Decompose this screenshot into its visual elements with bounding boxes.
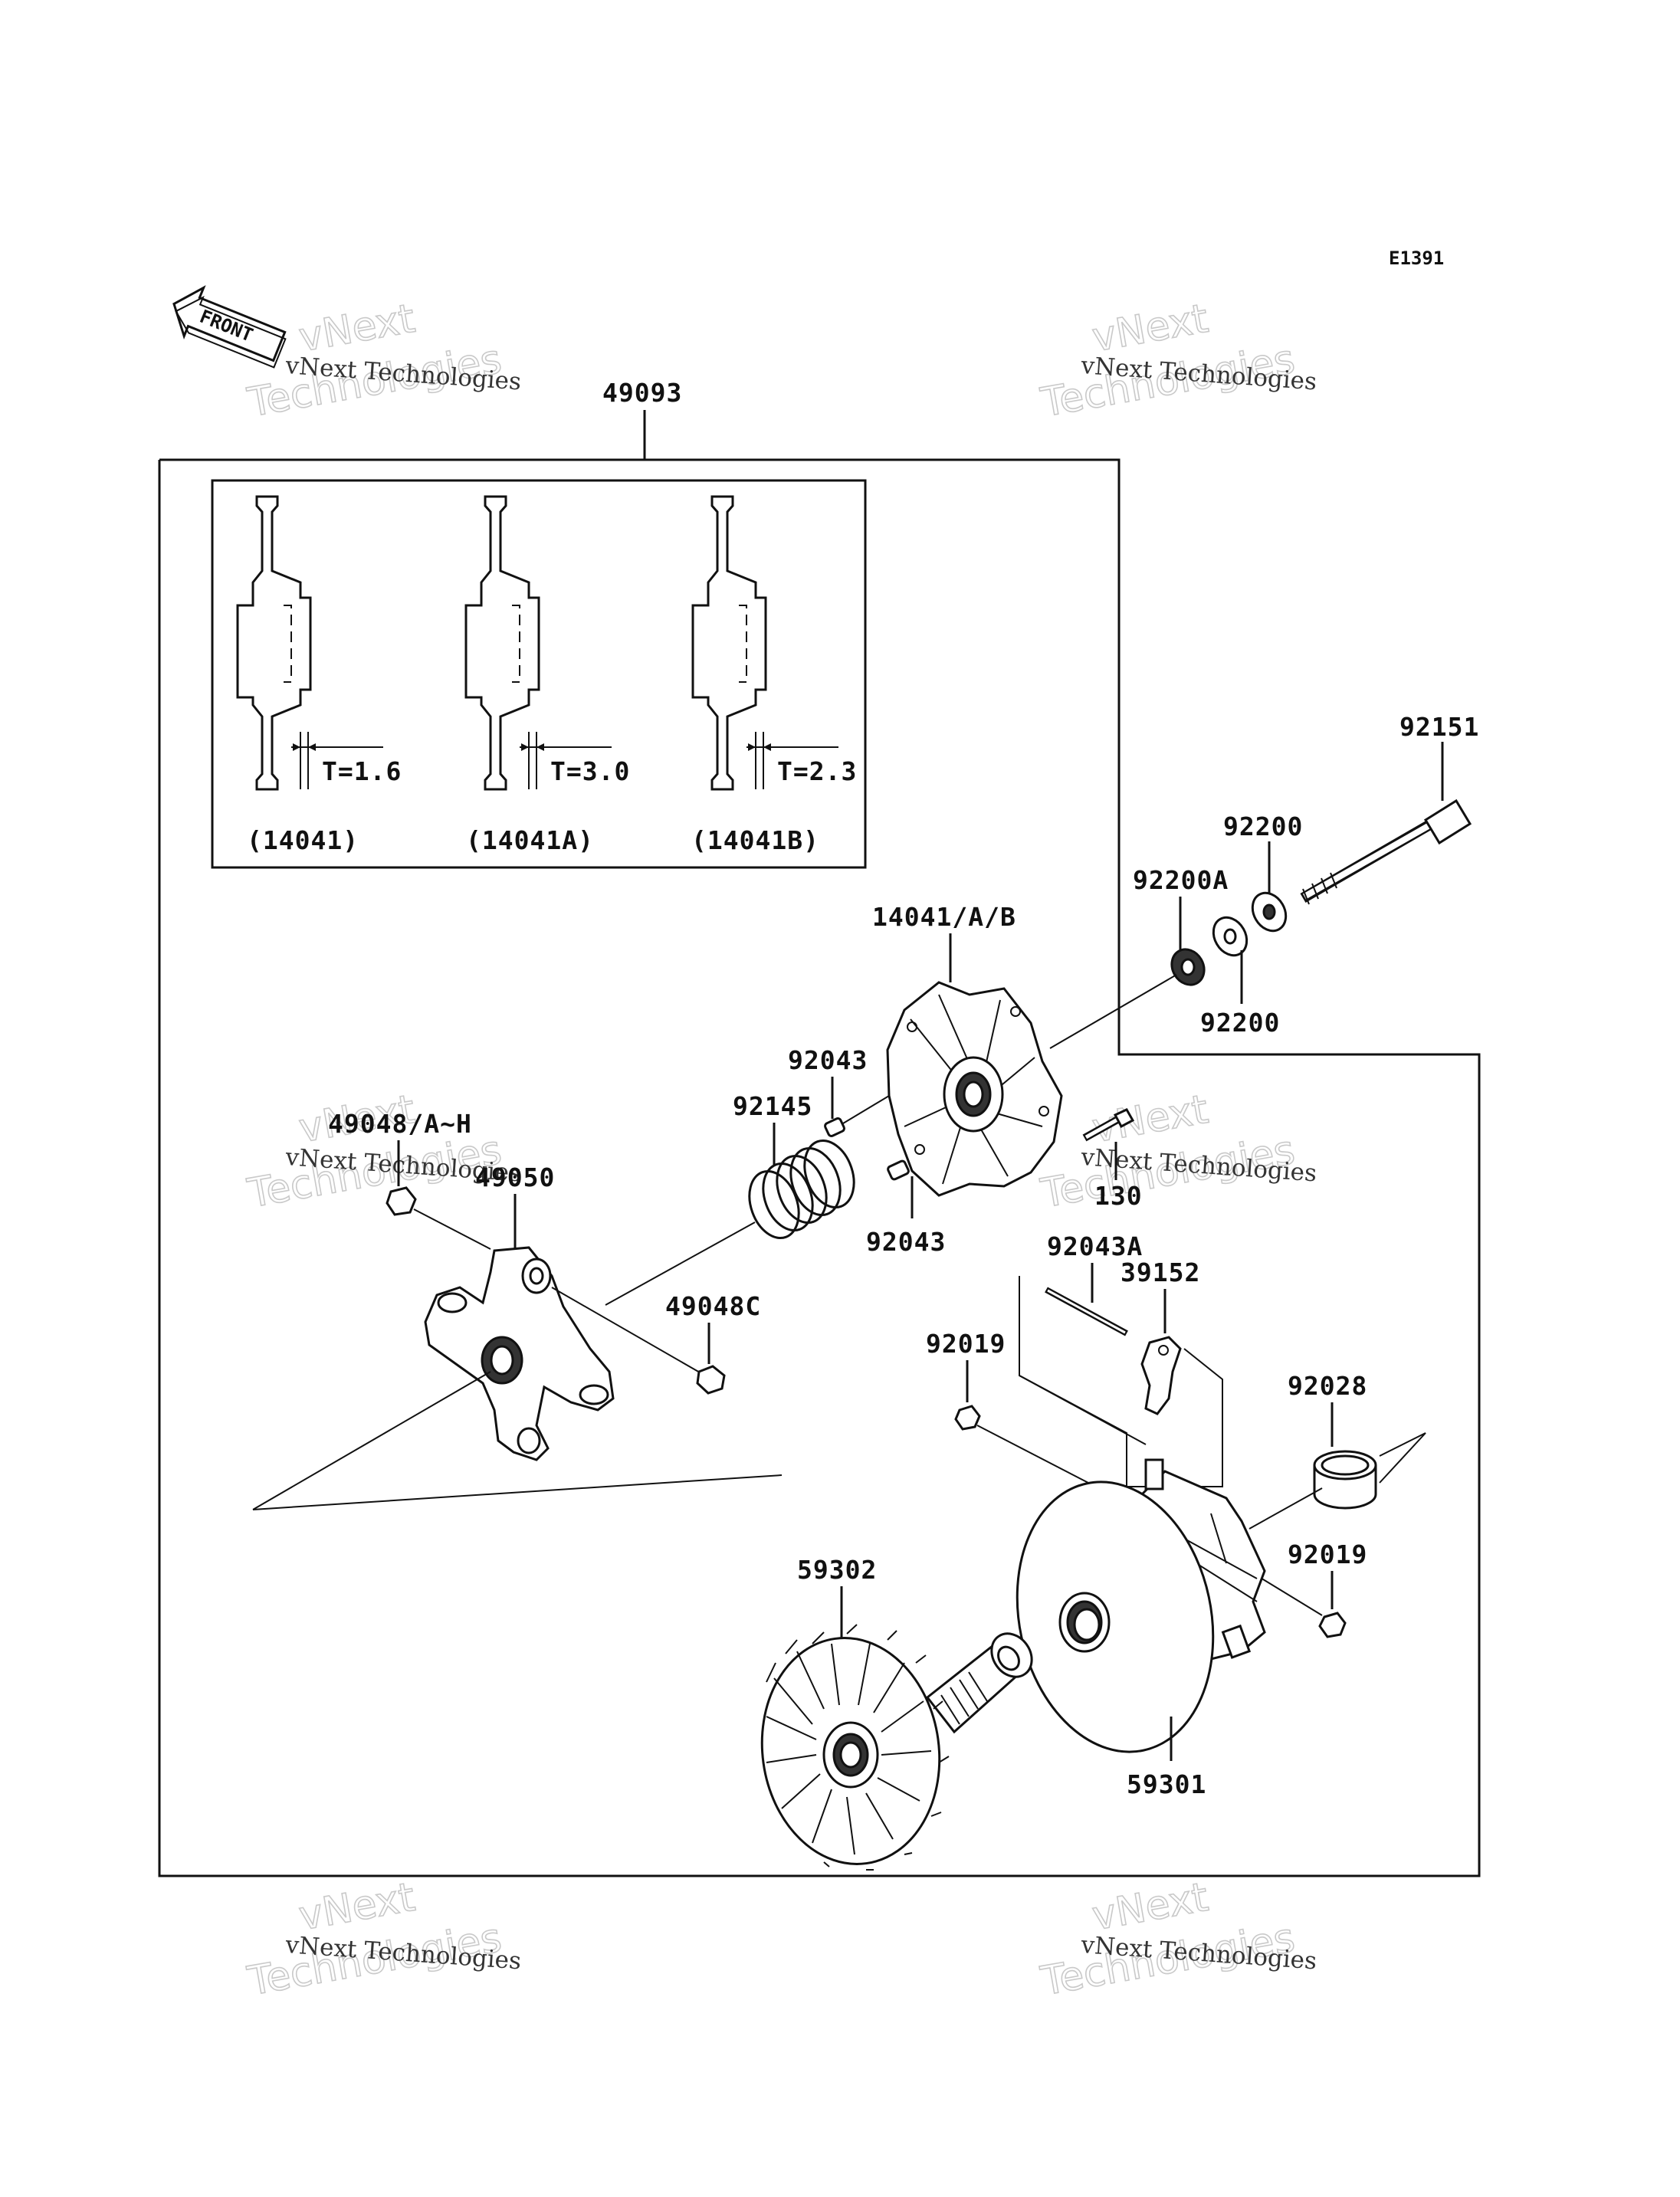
watermark: vNext Technologies vNext Technologies — [1037, 295, 1317, 427]
inset-variant-14041: T=1.6 (14041) — [236, 495, 402, 855]
watermark-line2: vNext — [296, 1874, 418, 1940]
bolt-92151-icon — [1300, 798, 1472, 905]
callout-92019-left: 92019 — [926, 1329, 1006, 1359]
inset-box — [211, 479, 867, 869]
callout-92019-right: 92019 — [1288, 1540, 1367, 1569]
watermark-line2: vNext — [296, 296, 418, 361]
sheave-59301-icon — [1016, 1458, 1266, 1753]
inset-variant-14041A: T=3.0 (14041A) — [464, 495, 630, 855]
callout-59301: 59301 — [1127, 1769, 1206, 1799]
watermark: vNext Technologies vNext Technologies — [244, 1874, 522, 2005]
callout-92145: 92145 — [733, 1091, 812, 1121]
thickness-label: T=1.6 — [322, 756, 402, 786]
weight-49048-icon — [386, 1186, 417, 1216]
watermark: vNext Technologies vNext Technologies — [244, 295, 522, 427]
watermark-line2: vNext — [1089, 296, 1212, 361]
washer-92200-icon — [1212, 916, 1249, 957]
callout-92151: 92151 — [1399, 712, 1479, 742]
front-arrow-icon: FRONT — [172, 285, 287, 369]
spring-92145-icon — [748, 1139, 855, 1240]
watermark: vNext Technologies vNext Technologies — [1037, 1874, 1317, 2005]
cross-section-icon — [236, 495, 383, 791]
watermark: vNext Technologies vNext Technologies — [1037, 1086, 1317, 1218]
callout-49048C: 49048C — [665, 1291, 761, 1321]
pin-92043-icon — [887, 1159, 910, 1181]
sheave-59302-icon — [760, 1624, 1033, 1871]
callout-92200-bottom: 92200 — [1200, 1008, 1280, 1038]
callout-92200A: 92200A — [1133, 865, 1229, 895]
cross-section-icon — [691, 495, 838, 791]
watermark-line2: vNext — [1089, 1087, 1212, 1152]
callout-92043-bottom: 92043 — [866, 1227, 946, 1257]
variant-part-label: (14041A) — [466, 825, 594, 855]
callout-39152: 39152 — [1121, 1258, 1200, 1287]
bushing-92028-icon — [1313, 1450, 1377, 1510]
callout-49048AH: 49048/A~H — [328, 1109, 472, 1139]
inset-variant-14041B: T=2.3 (14041B) — [691, 495, 857, 855]
watermark: vNext Technologies vNext Technologies — [244, 1086, 522, 1218]
callout-130: 130 — [1094, 1181, 1143, 1211]
pin-92043A-icon — [1045, 1287, 1128, 1336]
callout-49050: 49050 — [475, 1162, 555, 1192]
washer-92200-icon — [1251, 891, 1288, 933]
watermark-line2: vNext — [1089, 1874, 1212, 1940]
cross-section-icon — [464, 495, 612, 791]
callout-92028: 92028 — [1288, 1371, 1367, 1401]
pin-92043-icon — [824, 1117, 845, 1137]
variant-part-label: (14041B) — [691, 825, 819, 855]
cover-14041-icon — [886, 981, 1063, 1197]
arm-39152-icon — [1140, 1336, 1182, 1415]
variant-part-label: (14041) — [247, 825, 359, 855]
nut-92019-icon — [1318, 1612, 1347, 1638]
assembly-frame — [158, 458, 1481, 1877]
callout-14041AB: 14041/A/B — [872, 902, 1016, 932]
thickness-label: T=3.0 — [550, 756, 630, 786]
callout-92043-top: 92043 — [788, 1045, 868, 1075]
assembly-label: 49093 — [602, 378, 682, 408]
nut-92019-icon — [954, 1405, 981, 1431]
diagram-code: E1391 — [1389, 248, 1444, 269]
spider-49050-icon — [424, 1246, 615, 1461]
thickness-label: T=2.3 — [777, 756, 857, 786]
nut-92200A-icon — [1170, 948, 1206, 986]
callout-92043A: 92043A — [1047, 1231, 1143, 1261]
bolt-130-icon — [1082, 1108, 1135, 1142]
weight-49048C-icon — [696, 1365, 726, 1395]
callout-59302: 59302 — [797, 1555, 877, 1585]
callout-92200-top: 92200 — [1223, 812, 1303, 841]
